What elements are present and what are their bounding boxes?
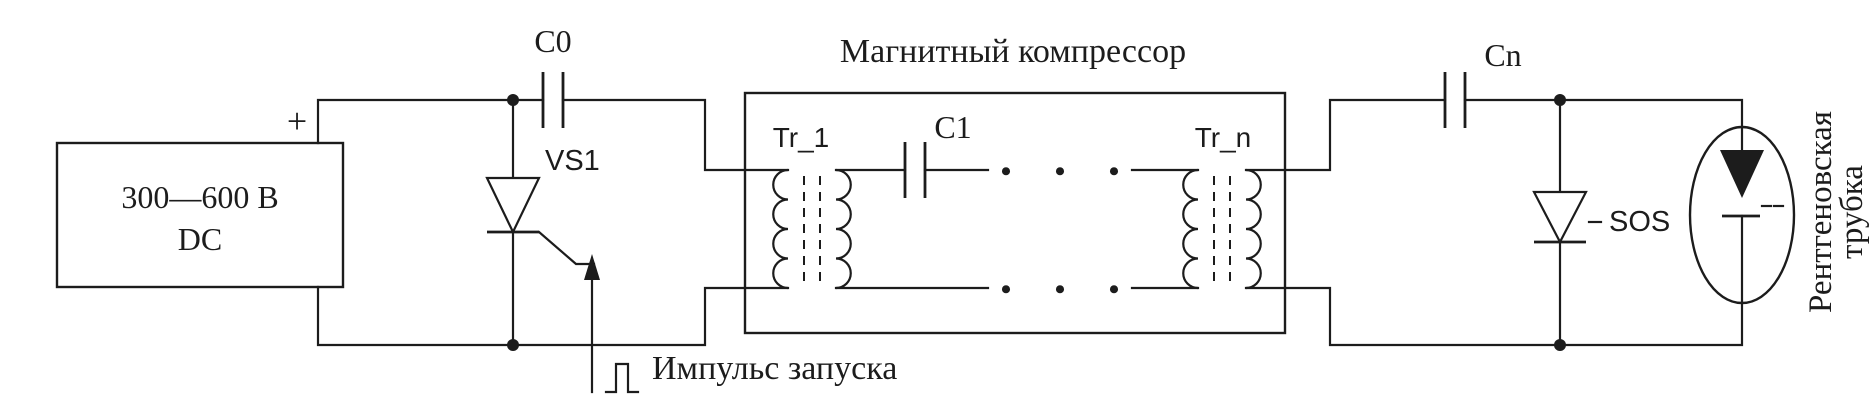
wire-bottom-left	[316, 285, 790, 347]
xray-label-line2: трубка	[1834, 165, 1870, 259]
polarity-plus-label: +	[287, 101, 307, 141]
xray-cathode-arrow-icon	[1720, 150, 1764, 198]
trigger-label: Импульс запуска	[652, 350, 897, 387]
vs1-gate-wire	[537, 230, 596, 266]
wiring	[316, 98, 1744, 347]
trn-primary-coil	[1182, 168, 1199, 290]
transformer-tr1: Tr_1	[772, 122, 852, 290]
vs1-label: VS1	[545, 145, 600, 177]
power-supply-box	[55, 141, 345, 289]
c1-label: C1	[934, 109, 971, 145]
power-supply: 300—600 В DC +	[55, 101, 345, 289]
compressor-title: Магнитный компрессор	[840, 33, 1186, 70]
sos-triangle	[1532, 190, 1588, 245]
wire-bottom-right	[1244, 286, 1744, 347]
thyristor-vs1: VS1	[485, 98, 600, 347]
power-supply-voltage-label: 300—600 В	[121, 179, 278, 215]
trn-label: Tr_n	[1195, 122, 1252, 153]
cn-label: Cn	[1484, 37, 1521, 73]
junction-dot	[1554, 94, 1566, 106]
compressor-box	[743, 91, 1287, 335]
wire-top-from-compressor	[1244, 98, 1447, 172]
capacitor-c0: C0	[534, 23, 572, 128]
c0-label: C0	[534, 23, 571, 59]
junction-dot	[507, 339, 519, 351]
xray-tube: Рентгеновская трубка	[1688, 111, 1870, 313]
tr1-secondary-coil	[835, 168, 852, 290]
wire-top-to-compressor	[561, 98, 790, 172]
tr1-label: Tr_1	[773, 122, 830, 153]
trigger-arrowhead-icon	[584, 254, 600, 280]
ellipsis-top: • • •	[1001, 155, 1138, 188]
trigger-input: Импульс запуска	[584, 254, 897, 394]
vs1-triangle	[485, 176, 541, 235]
power-supply-type-label: DC	[178, 221, 222, 257]
transformer-trn: Tr_n	[1182, 122, 1262, 290]
wire-top-left	[316, 98, 545, 145]
junctions	[507, 94, 1566, 351]
capacitor-cn: Cn	[1443, 37, 1522, 128]
sos-label: SOS	[1609, 206, 1670, 238]
xray-label-line1: Рентгеновская	[1803, 111, 1839, 313]
ellipsis-bottom: • • •	[1001, 273, 1138, 306]
pulse-glyph-icon	[604, 362, 640, 394]
tr1-primary-coil	[772, 168, 789, 290]
junction-dot	[1554, 339, 1566, 351]
diode-sos: SOS	[1532, 98, 1670, 347]
wire-top-right	[1463, 98, 1744, 129]
capacitor-c1: C1	[903, 109, 972, 198]
junction-dot	[507, 94, 519, 106]
trn-secondary-coil	[1245, 168, 1262, 290]
magnetic-compressor: Магнитный компрессор Tr_1 C1 • • • • • •…	[743, 33, 1287, 335]
